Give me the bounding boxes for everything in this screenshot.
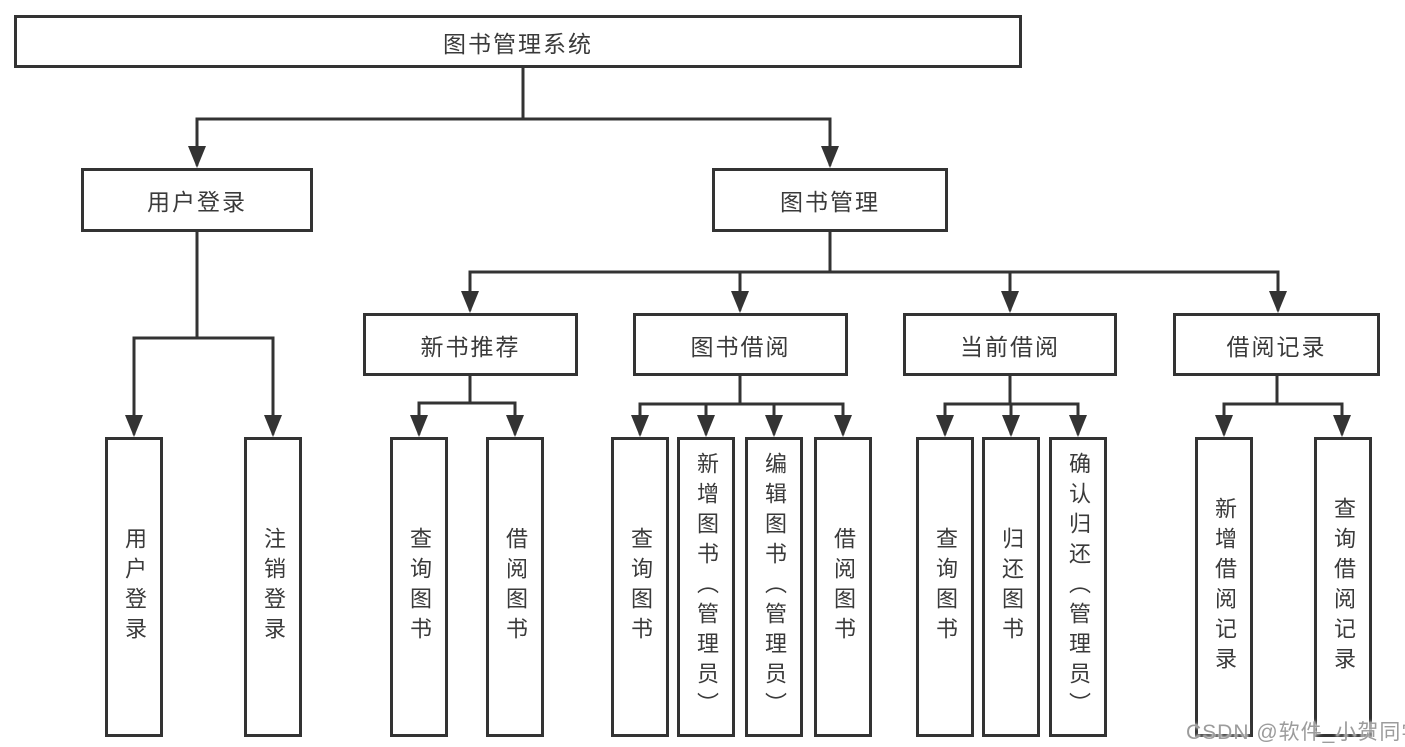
leaf-edit-books-admin: 编辑图书（管理员）: [745, 437, 803, 737]
leaf-query-borrow-record: 查询借阅记录: [1314, 437, 1372, 737]
leaf-return-books: 归还图书: [982, 437, 1040, 737]
node-root: 图书管理系统: [14, 15, 1022, 68]
leaf-confirm-return-admin: 确认归还（管理员）: [1049, 437, 1107, 737]
node-borrowing-records: 借阅记录: [1173, 313, 1380, 376]
csdn-watermark: CSDN @软件_小贺同学: [1186, 721, 1405, 744]
arrowhead-icons: [125, 146, 1351, 437]
leaf-borrow-books: 借阅图书: [814, 437, 872, 737]
leaf-query-books-borrow: 查询图书: [611, 437, 669, 737]
leaf-add-books-admin: 新增图书（管理员）: [677, 437, 735, 737]
leaf-query-books-current: 查询图书: [916, 437, 974, 737]
node-current-borrowing: 当前借阅: [903, 313, 1117, 376]
leaf-query-books-recommend: 查询图书: [390, 437, 448, 737]
leaf-user-login: 用户登录: [105, 437, 163, 737]
node-book-borrowing: 图书借阅: [633, 313, 848, 376]
leaf-add-borrow-record: 新增借阅记录: [1195, 437, 1253, 737]
node-book-management: 图书管理: [712, 168, 948, 232]
node-new-book-recommendation: 新书推荐: [363, 313, 578, 376]
node-user-login: 用户登录: [81, 168, 313, 232]
leaf-logout: 注销登录: [244, 437, 302, 737]
leaf-borrow-books-recommend: 借阅图书: [486, 437, 544, 737]
